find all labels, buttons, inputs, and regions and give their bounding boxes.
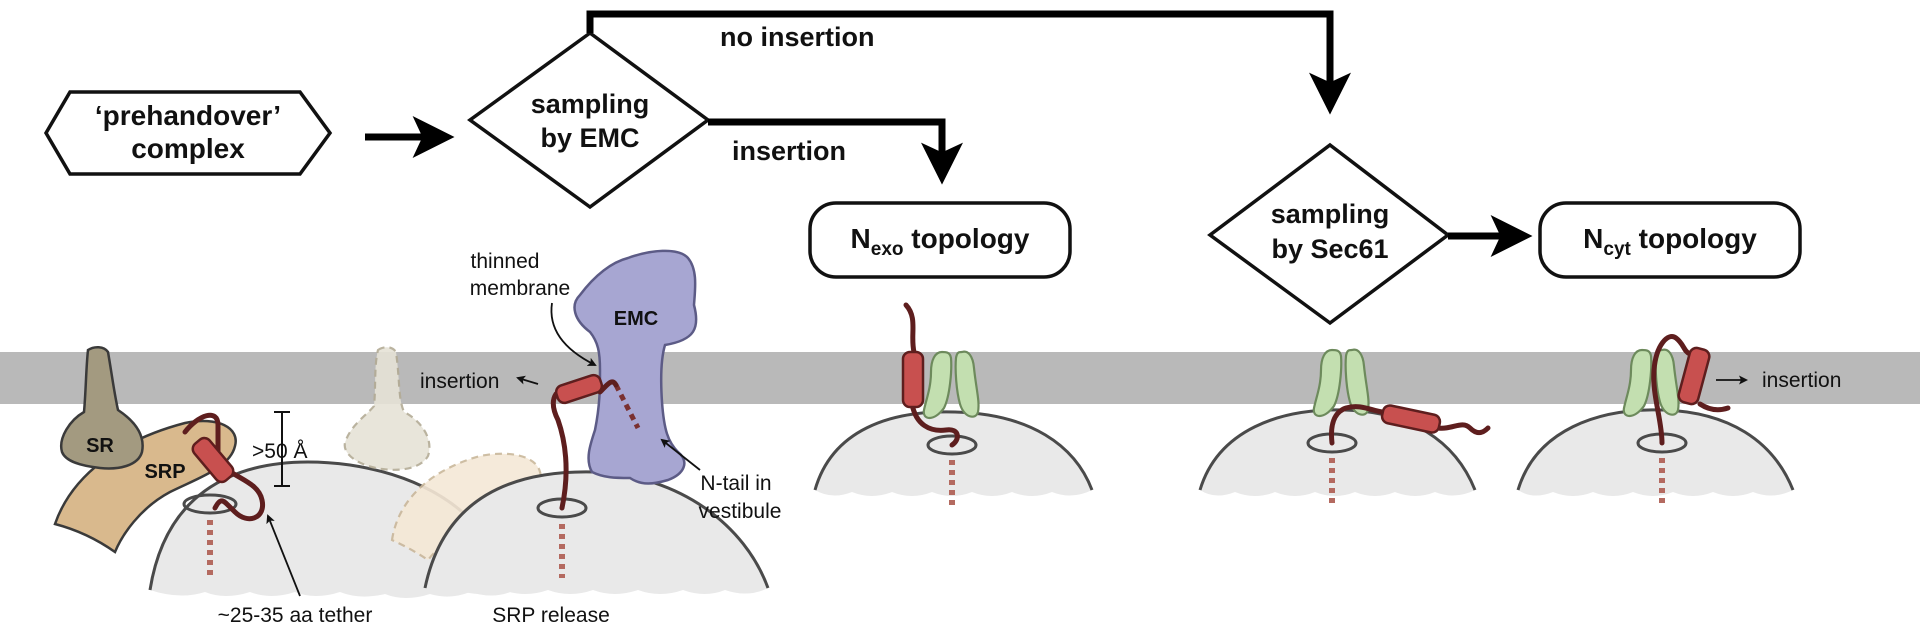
nexo-topology-box: Nexo topology [808, 201, 1072, 279]
ghost-sr [343, 346, 431, 471]
sec61-left-4 [1312, 348, 1343, 418]
prehandover-box: ‘prehandover’ complex [43, 90, 333, 176]
srp-release-label: SRP release [492, 604, 610, 627]
thinned-membrane-pointer [550, 302, 597, 366]
n-tail-dashes [613, 383, 641, 430]
nascent-chain-4 [1329, 404, 1491, 446]
tm-helix-1 [191, 436, 235, 484]
distance-marker [274, 411, 290, 487]
panel-ncyt: insertion [1516, 334, 1841, 505]
panel-sec61-sampling [1198, 348, 1491, 505]
sec61-decision-label-1: sampling [1271, 199, 1390, 229]
tunnel-exit-1 [182, 493, 238, 515]
emc-decision-label-1: sampling [531, 89, 650, 119]
tether-pointer [266, 514, 301, 597]
nascent-chain-5 [1651, 334, 1731, 446]
sec61-left-3 [922, 350, 953, 420]
no-insertion-label: no insertion [720, 22, 875, 52]
emc-label: EMC [614, 308, 658, 330]
emc-decision-label-2: by EMC [540, 123, 639, 153]
ncyt-topology-label: Ncyt topology [1583, 223, 1757, 260]
insertion-right-label: insertion [1762, 369, 1841, 392]
n-tail-pointer [660, 438, 701, 471]
n-tail-label-1: N-tail in [700, 472, 771, 495]
sec61-decision: sampling by Sec61 [1207, 142, 1451, 326]
nascent-chain-3 [903, 302, 960, 448]
nascent-chain-1 [182, 412, 266, 522]
tm-helix-3 [901, 350, 925, 409]
sec61-left-5 [1622, 348, 1653, 418]
prehandover-label-1: ‘prehandover’ [95, 100, 281, 131]
insertion-label: insertion [732, 136, 846, 166]
panel-nexo [813, 302, 1094, 505]
arrow-no-insertion [586, 10, 1351, 115]
sec61-right-3 [954, 350, 980, 418]
ribosome-2 [425, 471, 768, 594]
sec61-decision-label-2: by Sec61 [1271, 234, 1388, 264]
tm-helix-2 [554, 373, 604, 405]
panel-emc: EMC insertion thinned membrane N-tail in… [343, 249, 782, 627]
prehandover-label-2: complex [131, 133, 245, 164]
insertion-left-arrow [516, 375, 539, 385]
arrow-insertion [708, 118, 963, 185]
tether-label: ~25-35 aa tether [218, 604, 373, 627]
sec61-right-4 [1344, 348, 1370, 416]
srp-label: SRP [144, 461, 185, 483]
tm-helix-4 [1380, 404, 1442, 434]
distance-label: >50 Å [252, 440, 307, 463]
sr-shape [59, 346, 144, 470]
nexo-topology-label: Nexo topology [851, 223, 1030, 260]
emc-shape [573, 249, 698, 485]
insertion-left-label: insertion [420, 370, 499, 393]
tm-helix-5 [1677, 346, 1711, 406]
sr-label: SR [86, 435, 114, 457]
tunnel-exit-3 [926, 434, 978, 456]
emc-decision: sampling by EMC [467, 30, 711, 210]
thinned-membrane-label-1: thinned [471, 250, 540, 273]
thinned-membrane-label-2: membrane [470, 277, 570, 300]
ncyt-topology-box: Ncyt topology [1538, 201, 1802, 279]
n-tail-label-2: vestibule [699, 500, 782, 523]
